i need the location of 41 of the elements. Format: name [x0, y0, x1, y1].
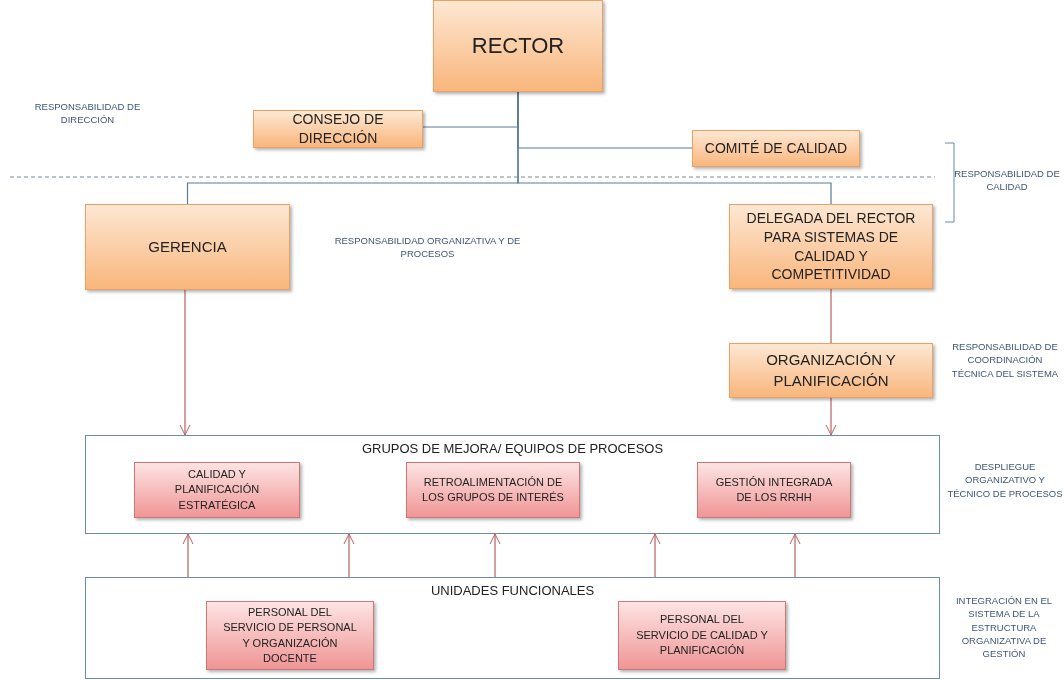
box-label: COMITÉ DE CALIDAD	[703, 139, 849, 158]
arrow	[825, 397, 837, 436]
box-label: DELEGADA DEL RECTOR PARA SISTEMAS DE CALIDAD Y COMPETITIVIDAD	[745, 208, 917, 285]
annotation-text: RESPONSABILIDAD ORGANIZATIVA Y DE PROCESOS	[333, 234, 522, 261]
box-label: GERENCIA	[147, 236, 228, 257]
arrow	[182, 533, 194, 578]
org-box	[729, 204, 933, 289]
org-box	[433, 0, 603, 92]
arrow	[179, 289, 191, 436]
box-label: RETROALIMENTACIÓN DE LOS GRUPOS DE INTERÉS	[421, 474, 565, 505]
annotation-text: RESPONSABILIDAD DE COORDINACIÓN TÉCNICA DEL SISTEMA	[950, 340, 1060, 380]
arrow	[489, 533, 501, 578]
process-box	[134, 462, 300, 518]
box-label: GESTIÓN INTEGRADA DE LOS RRHH	[714, 474, 834, 505]
org-box	[692, 130, 860, 167]
group-panel	[85, 577, 940, 679]
panel-title: UNIDADES FUNCIONALES	[429, 583, 596, 598]
org-box	[85, 204, 290, 290]
box-label: ORGANIZACIÓN Y PLANIFICACIÓN	[765, 350, 897, 391]
org-box	[729, 343, 933, 398]
annotation-text: RESPONSABILIDAD DE CALIDAD	[953, 167, 1061, 194]
process-box	[618, 601, 786, 670]
panel-title: GRUPOS DE MEJORA/ EQUIPOS DE PROCESOS	[360, 441, 665, 456]
box-label: RECTOR	[470, 32, 566, 61]
process-box	[697, 462, 851, 518]
process-box	[206, 601, 374, 670]
annotation-text: RESPONSABILIDAD DE DIRECCIÓN	[33, 100, 142, 127]
annotation-text: INTEGRACIÓN EN EL SISTEMA DE LA ESTRUCTURA ORGANIZATIVA DE GESTIÓN	[954, 594, 1054, 661]
box-label: CONSEJO DE DIRECCIÓN	[291, 110, 385, 148]
connector-line	[517, 91, 832, 205]
box-label: PERSONAL DEL SERVICIO DE CALIDAD Y PLANIFICACIÓN	[635, 612, 769, 659]
group-panel	[85, 435, 940, 534]
process-box	[406, 462, 580, 518]
arrow	[343, 533, 355, 578]
annotation-text: DESPLIEGUE ORGANIZATIVO Y TÉCNICO DE PROCESOS	[946, 460, 1064, 500]
org-box	[253, 110, 423, 148]
box-label: PERSONAL DEL SERVICIO DE PERSONAL Y ORGANIZACIÓN DOCENTE	[222, 604, 358, 666]
arrow	[789, 533, 801, 578]
box-label: CALIDAD Y PLANIFICACIÓN ESTRATÉGICA	[173, 466, 261, 513]
connector-line	[830, 288, 832, 344]
arrow	[649, 533, 661, 578]
